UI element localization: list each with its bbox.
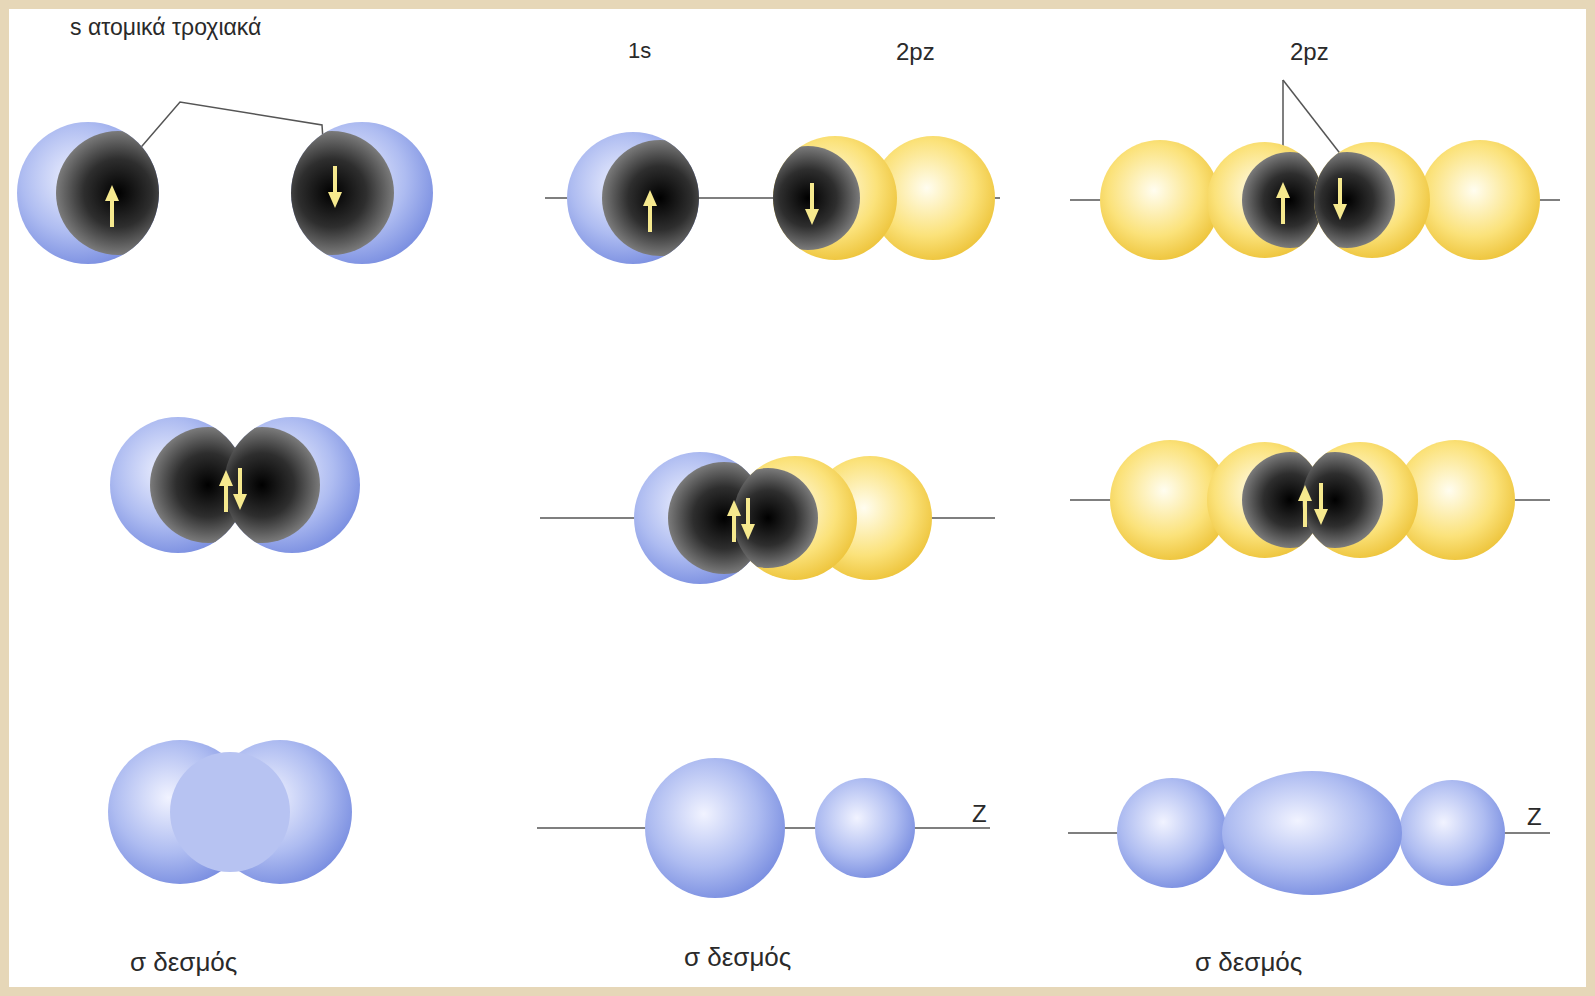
orbital-type-label: s ατομικά τροχιακά xyxy=(70,14,261,40)
orbital-label: 1s xyxy=(628,38,651,63)
axis-label: Z xyxy=(972,800,987,828)
axis-label: Z xyxy=(1527,803,1542,831)
orbital-label: 2pz xyxy=(1290,38,1329,66)
bond-label: σ δεσμός xyxy=(130,948,237,978)
orbital-label: 2pz xyxy=(896,38,935,66)
bond-label: σ δεσμός xyxy=(684,943,791,973)
bond-label: σ δεσμός xyxy=(1195,948,1302,978)
